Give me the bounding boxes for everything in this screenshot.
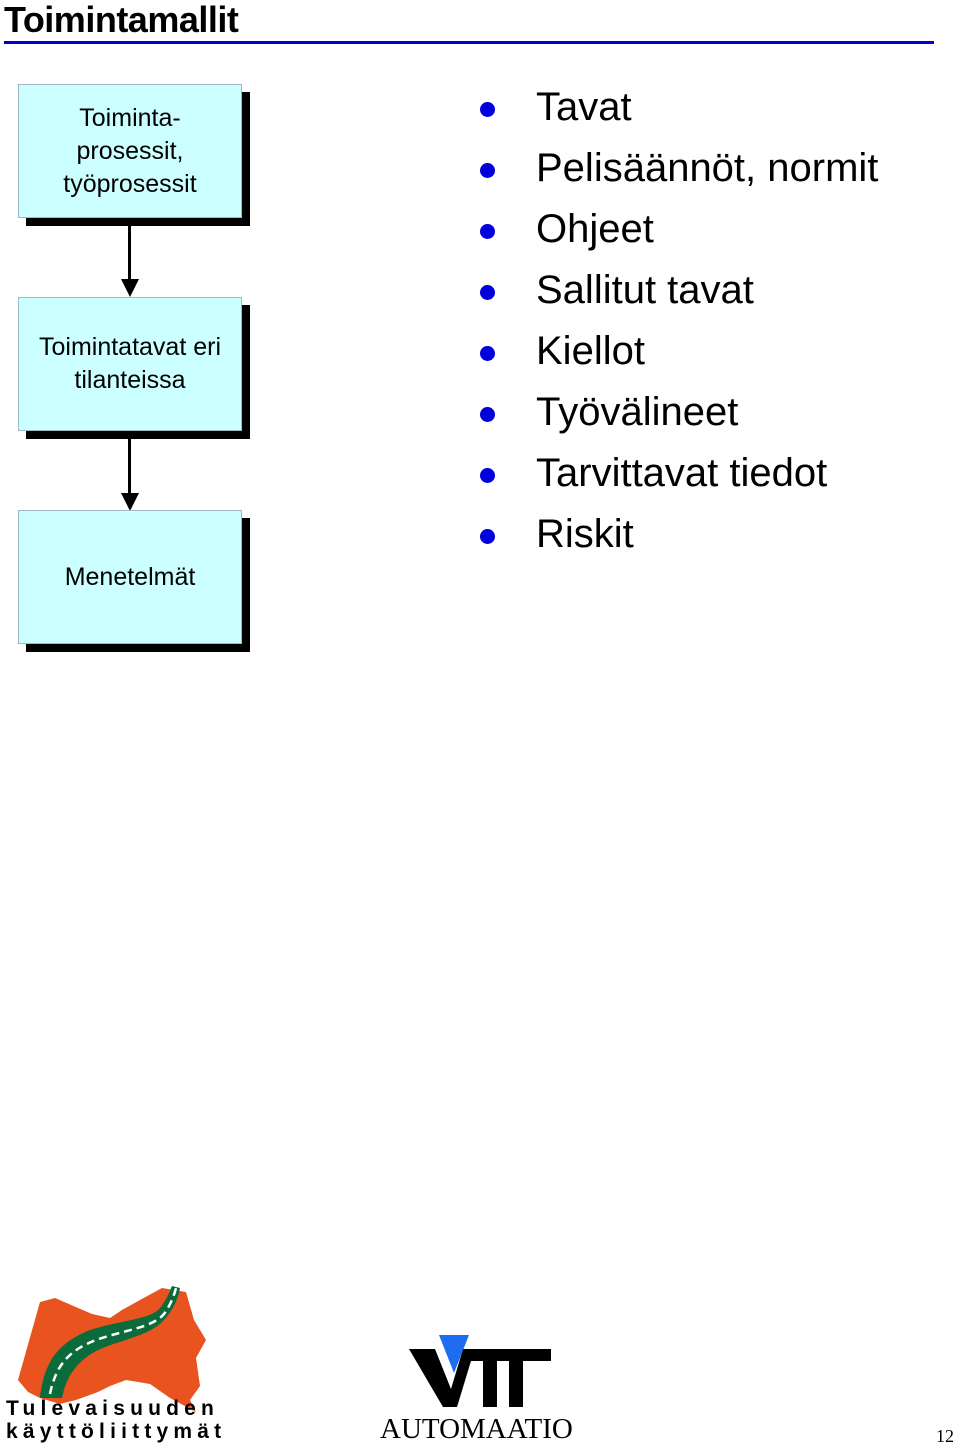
flow-box-processes-line-1: Toiminta- <box>79 103 181 132</box>
bullet-dot-icon <box>480 529 495 544</box>
title-underline <box>4 41 934 44</box>
flow-box-practices-line-1: Toimintatavat eri <box>38 333 222 361</box>
bullet-item: Tavat <box>480 82 878 143</box>
bullet-dot-icon <box>480 163 495 178</box>
bullet-item: Ohjeet <box>480 204 878 265</box>
arrow-down-icon <box>121 279 139 297</box>
logo-left-line-2: käyttöliittymät <box>6 1420 227 1443</box>
vtt-subtitle: AUTOMAATIO <box>380 1413 573 1445</box>
arrow-down-icon <box>121 493 139 511</box>
bullet-list: Tavat Pelisäännöt, normit Ohjeet Sallitu… <box>480 82 878 570</box>
bullet-text: Kiellot <box>536 329 645 373</box>
vtt-logo-icon <box>409 1335 551 1407</box>
bullet-text: Pelisäännöt, normit <box>536 146 879 190</box>
flow-box-methods-label: Menetelmät <box>64 562 196 591</box>
flow-box-processes-line-2: prosessit, <box>76 136 184 165</box>
bullet-text: Tavat <box>536 85 632 129</box>
bullet-dot-icon <box>480 285 495 300</box>
bullet-item: Työvälineet <box>480 387 878 448</box>
bullet-item: Kiellot <box>480 326 878 387</box>
bullet-dot-icon <box>480 102 495 117</box>
bullet-text: Työvälineet <box>536 390 739 434</box>
bullet-text: Sallitut tavat <box>536 268 754 312</box>
flow-connector-1 <box>128 226 131 280</box>
logo-left-line-1: Tulevaisuuden <box>6 1397 220 1420</box>
bullet-item: Pelisäännöt, normit <box>480 143 878 204</box>
flow-box-processes-line-3: työprosessit <box>63 169 197 198</box>
winding-road-logo-icon <box>18 1286 206 1412</box>
flow-box-practices: Toimintatavat eri tilanteissa <box>18 297 242 431</box>
flow-connector-2 <box>128 439 131 494</box>
bullet-dot-icon <box>480 224 495 239</box>
bullet-text: Tarvittavat tiedot <box>536 451 828 495</box>
bullet-dot-icon <box>480 407 495 422</box>
bullet-text: Ohjeet <box>536 207 654 251</box>
bullet-item: Riskit <box>480 509 878 570</box>
bullet-dot-icon <box>480 346 495 361</box>
flow-box-processes: Toiminta- prosessit, työprosessit <box>18 84 242 218</box>
bullet-text: Riskit <box>536 512 634 556</box>
bullet-item: Sallitut tavat <box>480 265 878 326</box>
bullet-dot-icon <box>480 468 495 483</box>
page-number: 12 <box>936 1426 954 1446</box>
slide-title: Toimintamallit <box>4 0 239 40</box>
flow-box-methods: Menetelmät <box>18 510 242 644</box>
bullet-item: Tarvittavat tiedot <box>480 448 878 509</box>
flow-box-practices-line-2: tilanteissa <box>74 366 186 394</box>
